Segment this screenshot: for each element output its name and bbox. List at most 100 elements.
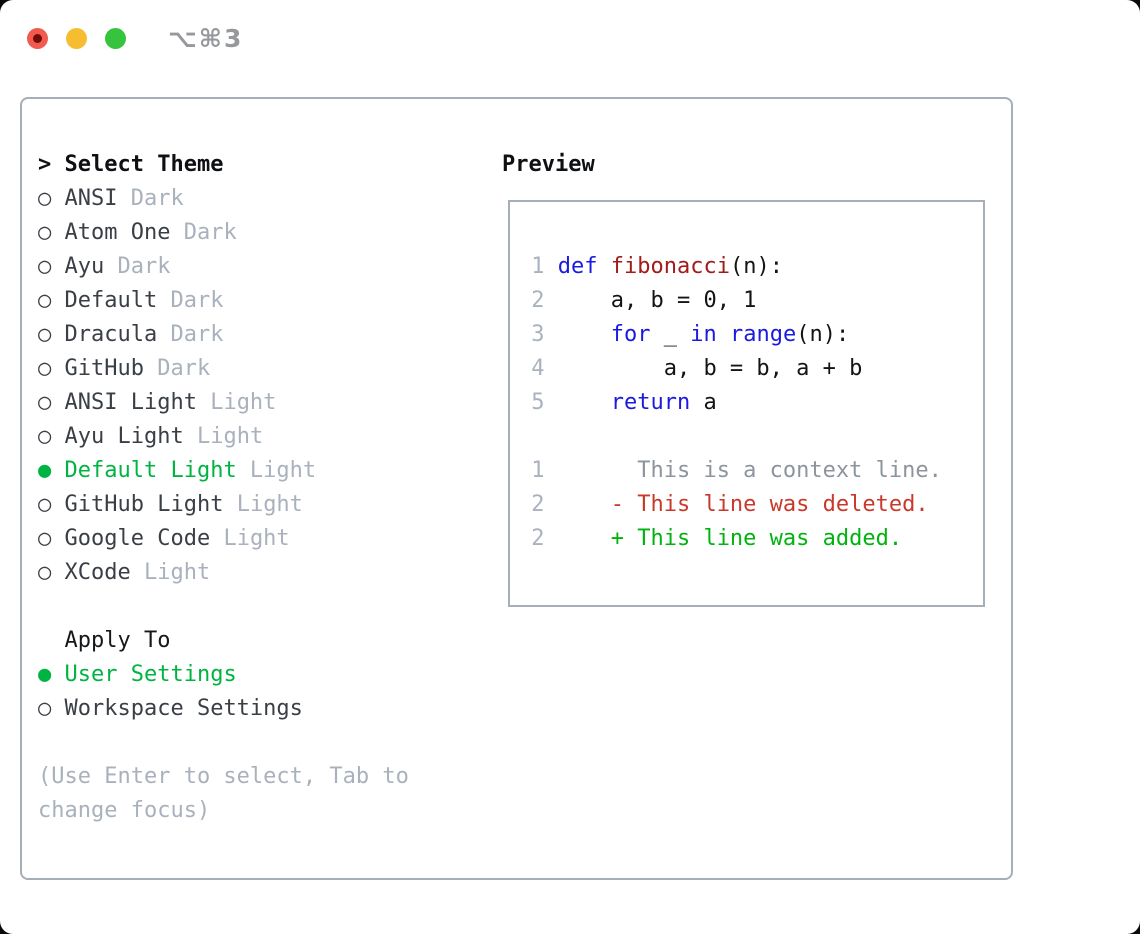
token: _ [650,322,691,347]
token-ln: 3 [518,322,558,347]
theme-option-default-light-light[interactable]: ● Default Light Light [38,454,409,488]
radio-icon: ○ [38,560,65,585]
theme-name: GitHub Light [64,492,224,517]
theme-option-ayu-dark[interactable]: ○ Ayu Dark [38,250,409,284]
code-line-5: 5 return a [518,386,975,420]
code-line-3: 3 for _ in range(n): [518,318,975,352]
radio-icon: ○ [38,186,65,211]
token [558,322,611,347]
theme-variant-tag: Light [130,560,211,585]
theme-variant-tag: Light [183,424,264,449]
token-ln: 1 [518,458,558,483]
token-kw: def [557,254,598,279]
radio-icon: ○ [38,254,65,279]
select-theme-header: > Select Theme [38,148,409,182]
theme-variant-tag: Dark [157,322,224,347]
theme-option-dracula-dark[interactable]: ○ Dracula Dark [38,318,409,352]
focus-caret-icon: > [38,152,65,177]
theme-variant-tag: Dark [143,356,211,381]
theme-option-github-light-light[interactable]: ○ GitHub Light Light [38,488,409,522]
token-kw: return [610,390,691,415]
radio-icon: ○ [38,390,65,415]
theme-name: Ayu Light [64,424,184,449]
token-del: - This line was deleted. [557,492,929,517]
unsaved-dot-icon [33,33,42,43]
token-fn: fibonacci [610,254,730,279]
theme-variant-tag: Light [236,458,317,483]
preview-box: 1 def fibonacci(n): 2 a, b = 0, 1 3 for … [508,200,985,607]
theme-option-default-dark[interactable]: ○ Default Dark [38,284,409,318]
token [598,254,611,279]
token: a [690,390,717,415]
theme-variant-tag: Light [223,492,303,517]
close-button[interactable] [27,27,48,49]
token-ln: 2 [518,288,558,313]
theme-option-xcode-light[interactable]: ○ XCode Light [38,556,409,590]
diff-added-line: 2 + This line was added. [518,522,975,556]
token [717,322,730,347]
theme-variant-tag: Dark [157,288,224,313]
radio-icon: ○ [38,288,65,313]
radio-icon: ○ [38,220,65,245]
apply-to-header: Apply To [64,628,171,653]
theme-name: Default [64,288,158,313]
theme-option-ayu-light-light[interactable]: ○ Ayu Light Light [38,420,409,454]
diff-deleted-line: 2 - This line was deleted. [518,488,975,522]
radio-selected-icon: ● [38,458,65,483]
radio-icon: ○ [38,696,65,721]
token: (n): [729,254,783,279]
token-kw: in [690,322,717,347]
help-text-line-1: (Use Enter to select, Tab to [38,764,409,789]
theme-name: GitHub [64,356,144,381]
theme-name: Default Light [64,458,237,483]
theme-variant-tag: Dark [117,186,184,211]
theme-name: Ayu [64,254,105,279]
spacer [38,726,409,760]
apply-option-label: Workspace Settings [64,696,303,721]
code-line-1: 1 def fibonacci(n): [518,250,975,284]
traffic-lights [27,27,126,49]
token [558,390,611,415]
token-add: + This line was added. [557,526,903,551]
radio-icon: ○ [38,526,65,551]
code-line-2: 2 a, b = 0, 1 [518,284,975,318]
token: a, b = 0, 1 [557,288,757,313]
diff-context-line: 1 This is a context line. [518,454,975,488]
theme-list: ○ ANSI Dark○ Atom One Dark○ Ayu Dark○ De… [38,182,409,590]
token-ln: 5 [518,390,558,415]
apply-option-user-settings[interactable]: ● User Settings [38,658,409,692]
zoom-button[interactable] [105,27,126,49]
spacer [38,590,409,624]
radio-icon: ○ [38,492,65,517]
theme-variant-tag: Dark [104,254,171,279]
minimize-button[interactable] [66,27,87,49]
help-text-line-2: change focus) [38,798,211,823]
preview-header: Preview [502,152,595,177]
token-ln: 1 [518,254,558,279]
token-ln: 4 [518,356,558,381]
preview-code: 1 def fibonacci(n): 2 a, b = 0, 1 3 for … [510,202,983,556]
theme-variant-tag: Light [210,526,290,551]
radio-selected-icon: ● [38,662,65,687]
theme-option-ansi-dark[interactable]: ○ ANSI Dark [38,182,409,216]
theme-option-google-code-light[interactable]: ○ Google Code Light [38,522,409,556]
theme-variant-tag: Dark [170,220,237,245]
blank-line [518,420,975,454]
theme-option-ansi-light-light[interactable]: ○ ANSI Light Light [38,386,409,420]
theme-option-atom-one-dark[interactable]: ○ Atom One Dark [38,216,409,250]
theme-name: ANSI [64,186,118,211]
theme-option-github-dark[interactable]: ○ GitHub Dark [38,352,409,386]
token-kw: for [610,322,651,347]
theme-name: Atom One [64,220,171,245]
theme-variant-tag: Light [196,390,277,415]
theme-name: XCode [64,560,131,585]
token-ctx: This is a context line. [557,458,942,483]
apply-option-workspace-settings[interactable]: ○ Workspace Settings [38,692,409,726]
apply-options: ● User Settings○ Workspace Settings [38,658,409,726]
token-ln: 2 [518,492,558,517]
theme-name: ANSI Light [64,390,197,415]
apply-option-label: User Settings [64,662,237,687]
radio-icon: ○ [38,356,65,381]
token: a, b = b, a + b [557,356,863,381]
